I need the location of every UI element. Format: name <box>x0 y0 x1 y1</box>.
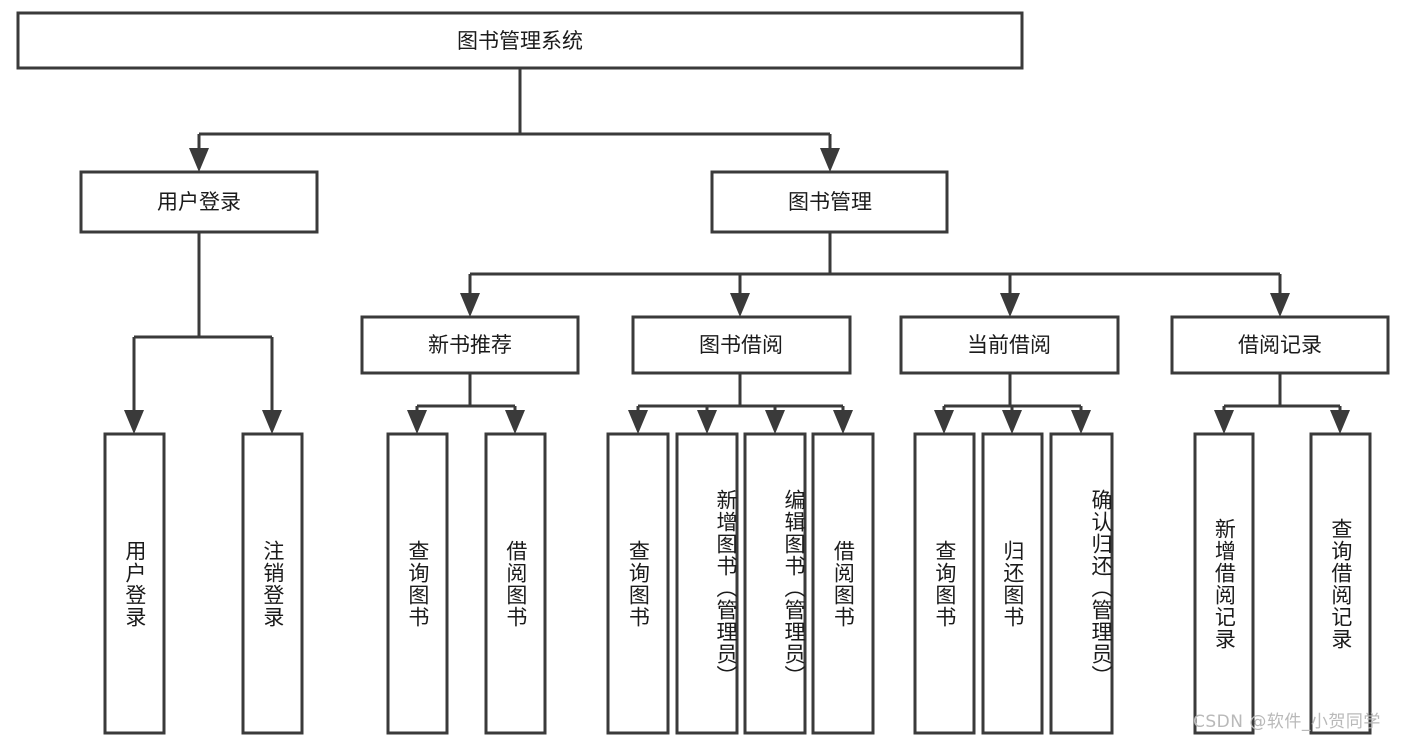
arrow-head-leaf-query-borrow-record <box>1330 410 1350 434</box>
arrow-head-leaf-return-book <box>1002 410 1022 434</box>
node-box-leaf-query-book-recommend[interactable] <box>386 432 449 735</box>
csdn-watermark: CSDN @软件_小贺同学 <box>1193 712 1381 732</box>
node-label-current-borrow: 当前借阅 <box>967 333 1051 357</box>
node-label-book-management: 图书管理 <box>788 190 872 214</box>
node-box-leaf-query-book-borrow[interactable] <box>606 432 670 735</box>
connector-group-new-book-recommend <box>407 373 525 434</box>
node-box-leaf-query-book-current[interactable] <box>913 432 976 735</box>
arrow-head-borrow-record <box>1270 293 1290 317</box>
arrow-head-new-book-recommend <box>460 293 480 317</box>
node-label-root: 图书管理系统 <box>457 29 583 53</box>
node-box-leaf-user-login[interactable] <box>103 432 166 735</box>
arrow-head-leaf-borrow-book-recommend <box>505 410 525 434</box>
node-new-book-recommend[interactable]: 新书推荐 <box>360 315 580 375</box>
connector-group-root <box>189 68 840 172</box>
node-box-leaf-user-logout[interactable] <box>241 432 304 735</box>
node-current-borrow[interactable]: 当前借阅 <box>899 315 1120 375</box>
node-box-leaf-add-book-admin[interactable] <box>675 432 739 735</box>
connector-group-borrow-record <box>1214 373 1350 434</box>
node-box-user-login[interactable] <box>79 170 319 234</box>
node-box-leaf-confirm-return-admin[interactable] <box>1049 432 1114 735</box>
node-label-new-book-recommend: 新书推荐 <box>428 333 512 357</box>
node-box-leaf-borrow-book[interactable] <box>811 432 875 735</box>
node-box-current-borrow[interactable] <box>899 315 1120 375</box>
node-root[interactable]: 图书管理系统 <box>16 11 1024 70</box>
node-label-user-login: 用户登录 <box>157 190 241 214</box>
node-box-leaf-query-borrow-record[interactable] <box>1309 432 1372 735</box>
connector-group-book-borrow <box>628 373 853 434</box>
node-label-borrow-record: 借阅记录 <box>1238 333 1322 357</box>
node-box-leaf-edit-book-admin[interactable] <box>743 432 807 735</box>
node-borrow-record[interactable]: 借阅记录 <box>1170 315 1390 375</box>
node-box-leaf-add-borrow-record[interactable] <box>1193 432 1255 735</box>
node-box-book-management[interactable] <box>710 170 949 234</box>
arrow-head-leaf-confirm-return-admin <box>1071 410 1091 434</box>
arrow-head-leaf-edit-book-admin <box>765 410 785 434</box>
node-user-login[interactable]: 用户登录 <box>79 170 319 234</box>
connector-group-user-login <box>124 232 282 434</box>
arrow-head-leaf-user-login <box>124 410 144 434</box>
connector-group-book-management <box>460 232 1290 317</box>
node-box-leaf-return-book[interactable] <box>981 432 1044 735</box>
node-box-root[interactable] <box>16 11 1024 70</box>
arrow-head-user-login <box>189 148 209 172</box>
node-box-leaf-borrow-book-recommend[interactable] <box>484 432 547 735</box>
arrow-head-book-management <box>820 148 840 172</box>
arrow-head-leaf-query-book-current <box>934 410 954 434</box>
node-label-book-borrow: 图书借阅 <box>699 333 783 357</box>
arrow-head-leaf-add-borrow-record <box>1214 410 1234 434</box>
node-box-new-book-recommend[interactable] <box>360 315 580 375</box>
arrow-head-leaf-query-book-recommend <box>407 410 427 434</box>
node-book-management[interactable]: 图书管理 <box>710 170 949 234</box>
connector-group-current-borrow <box>934 373 1091 434</box>
arrow-head-leaf-borrow-book <box>833 410 853 434</box>
arrow-head-leaf-add-book-admin <box>697 410 717 434</box>
arrow-head-current-borrow <box>1000 293 1020 317</box>
node-book-borrow[interactable]: 图书借阅 <box>631 315 852 375</box>
node-box-book-borrow[interactable] <box>631 315 852 375</box>
arrow-head-leaf-user-logout <box>262 410 282 434</box>
arrow-head-book-borrow <box>730 293 750 317</box>
arrow-head-leaf-query-book-borrow <box>628 410 648 434</box>
node-box-borrow-record[interactable] <box>1170 315 1390 375</box>
